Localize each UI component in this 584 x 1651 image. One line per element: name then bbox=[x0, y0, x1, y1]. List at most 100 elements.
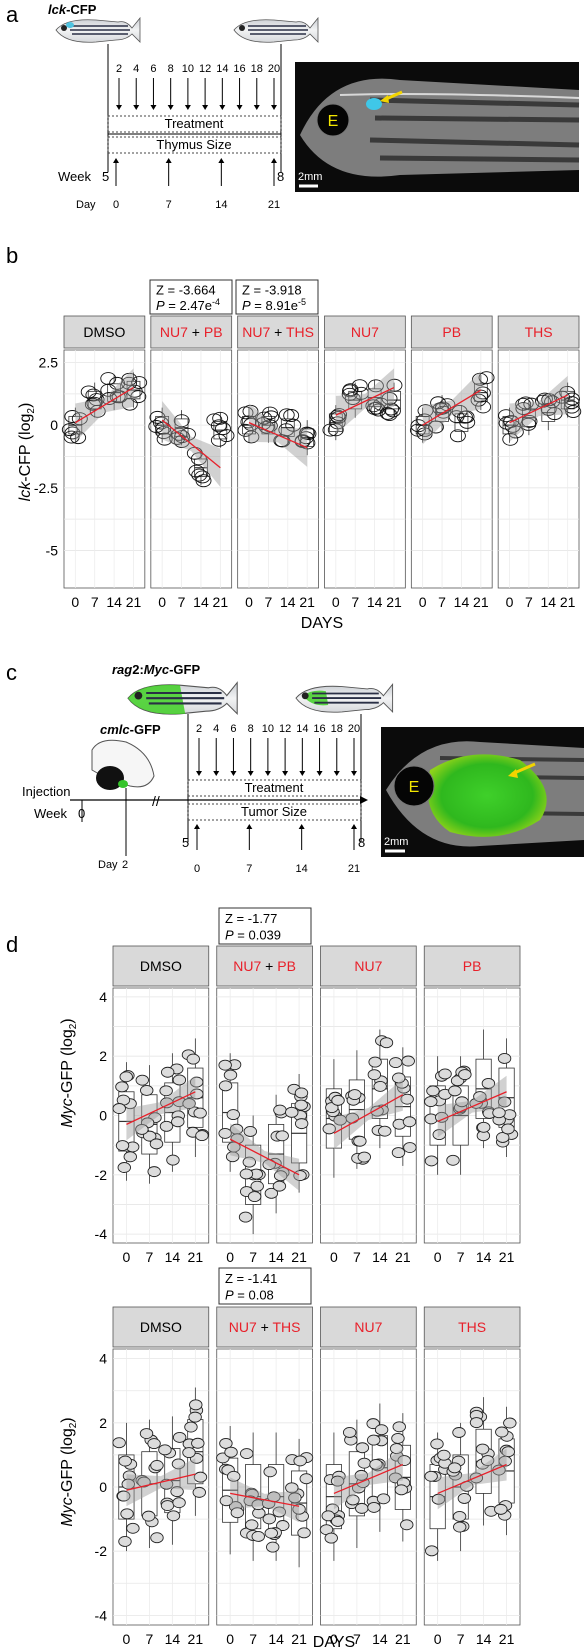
x-tick-label: 21 bbox=[395, 1249, 411, 1265]
data-point bbox=[156, 432, 173, 446]
facet-strip bbox=[63, 315, 146, 349]
data-point bbox=[497, 1053, 512, 1064]
data-point bbox=[218, 1080, 233, 1092]
data-point bbox=[118, 1455, 132, 1467]
data-point bbox=[366, 1434, 381, 1446]
dosing-day-10: 10 bbox=[262, 723, 274, 735]
data-point bbox=[189, 1399, 203, 1411]
data-point bbox=[495, 1426, 509, 1438]
data-point bbox=[219, 1495, 234, 1507]
data-point bbox=[559, 386, 576, 399]
x-tick-label: 21 bbox=[386, 594, 402, 610]
thymus-size-box bbox=[107, 136, 282, 154]
dosing-day-4: 4 bbox=[133, 63, 139, 75]
facet-label: NU7 + THS bbox=[242, 324, 314, 340]
dosing-day-4: 4 bbox=[213, 723, 219, 735]
x-tick-label: 14 bbox=[193, 594, 209, 610]
data-point bbox=[170, 1486, 184, 1498]
week-end-c: 8 bbox=[358, 835, 365, 850]
data-point bbox=[191, 1437, 205, 1449]
p-value: P = 0.039 bbox=[225, 928, 281, 943]
x-tick-label: 14 bbox=[372, 1631, 388, 1647]
dosing-day-16: 16 bbox=[233, 63, 245, 75]
data-point bbox=[155, 421, 172, 435]
data-point bbox=[451, 405, 468, 418]
data-point bbox=[63, 430, 80, 444]
x-tick-label: 14 bbox=[165, 1249, 181, 1265]
data-point bbox=[449, 429, 466, 443]
data-point bbox=[275, 1130, 289, 1142]
data-point bbox=[425, 1545, 439, 1557]
data-point bbox=[374, 1424, 389, 1436]
scale-bar-label-c: 2mm bbox=[384, 836, 408, 848]
stats-nu7-pb-d: Z = -1.77P = 0.039 bbox=[218, 907, 312, 945]
facet-label: NU7 bbox=[354, 958, 382, 974]
data-point bbox=[348, 1089, 362, 1101]
data-point bbox=[293, 1455, 307, 1467]
data-point bbox=[273, 1104, 287, 1116]
measure-day-0: 0 bbox=[113, 199, 119, 211]
data-point bbox=[210, 433, 227, 447]
data-point bbox=[379, 1037, 394, 1049]
dose-arrow-head bbox=[202, 105, 209, 110]
y-tick-label: -4 bbox=[95, 1226, 108, 1242]
data-point bbox=[294, 1087, 309, 1099]
data-point bbox=[288, 1492, 302, 1504]
trend-line bbox=[161, 419, 221, 469]
stats-nu7-ths-d: Z = -1.41P = 0.08 bbox=[218, 1267, 312, 1305]
data-point bbox=[392, 1421, 406, 1433]
tumor-photo: E 2mm bbox=[381, 727, 584, 857]
data-point bbox=[378, 1125, 392, 1137]
day-label-c: Day bbox=[98, 859, 118, 871]
data-point bbox=[121, 372, 138, 386]
data-point bbox=[135, 1123, 149, 1135]
dose-arrow-head bbox=[253, 105, 260, 110]
measure-arrow-head bbox=[271, 158, 277, 163]
panel-b-xlabel: DAYS bbox=[301, 615, 343, 632]
data-point bbox=[86, 396, 103, 410]
data-point bbox=[250, 1180, 264, 1192]
data-point bbox=[61, 423, 78, 437]
data-point bbox=[457, 1492, 472, 1504]
data-point bbox=[321, 1510, 335, 1522]
facet-label: DMSO bbox=[83, 324, 125, 340]
dose-arrow-head bbox=[236, 105, 243, 110]
data-point bbox=[416, 427, 433, 441]
dose-arrow-head bbox=[271, 105, 277, 110]
measure-day-14: 14 bbox=[296, 863, 308, 875]
y-tick-label: 4 bbox=[99, 1351, 107, 1367]
data-point bbox=[424, 1155, 439, 1167]
dose-arrow-head bbox=[282, 771, 289, 776]
measure-day-21: 21 bbox=[348, 863, 360, 875]
dose-arrow-head bbox=[150, 105, 157, 110]
x-tick-label: 21 bbox=[126, 594, 142, 610]
data-point bbox=[455, 1096, 469, 1108]
data-point bbox=[523, 397, 540, 411]
x-tick-label: 21 bbox=[291, 1631, 307, 1647]
dosing-day-8: 8 bbox=[248, 723, 254, 735]
dosing-day-6: 6 bbox=[150, 63, 156, 75]
dose-arrow-head bbox=[133, 105, 140, 110]
measure-arrow-head bbox=[113, 158, 119, 163]
data-point bbox=[264, 1527, 278, 1539]
x-tick-label: 0 bbox=[226, 1249, 234, 1265]
lck-fish-illustration bbox=[55, 16, 141, 43]
data-point bbox=[458, 1069, 472, 1081]
data-point bbox=[517, 396, 534, 410]
data-point bbox=[476, 1121, 491, 1133]
facet-panel bbox=[497, 349, 580, 589]
data-point bbox=[272, 1180, 287, 1192]
data-point bbox=[273, 1170, 288, 1182]
data-point bbox=[149, 410, 166, 424]
data-point bbox=[159, 1120, 174, 1132]
data-point bbox=[227, 1470, 241, 1482]
data-point bbox=[188, 1411, 202, 1423]
x-tick-label: 21 bbox=[473, 594, 489, 610]
data-point bbox=[137, 1476, 151, 1488]
data-point bbox=[501, 1123, 515, 1135]
data-point bbox=[452, 1510, 467, 1522]
data-point bbox=[116, 1490, 131, 1502]
